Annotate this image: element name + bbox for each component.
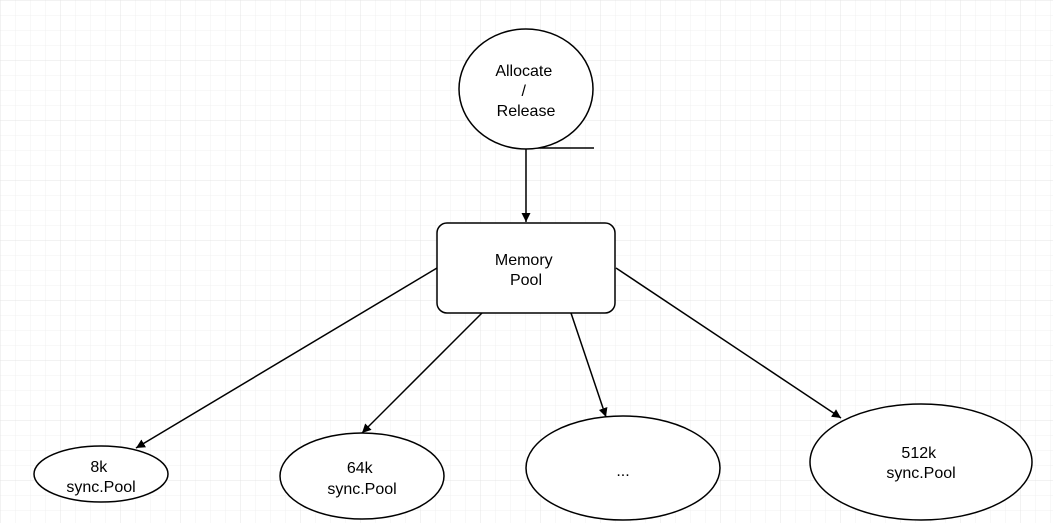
svg-text:64k sync.Pool: 64k sync.Pool: [327, 460, 396, 498]
svg-text:Allocate / Release: Allocate / Release: [495, 63, 556, 120]
node-pool-ellipsis[interactable]: ...: [525, 415, 721, 521]
allocate-release-shape: [458, 28, 594, 150]
pool-8k-type: sync.Pool: [66, 479, 135, 496]
node-pool-8k[interactable]: 8k sync.Pool: [33, 445, 169, 503]
memory-pool-label-line2: Pool: [510, 272, 542, 289]
pool-8k-size: 8k: [90, 459, 108, 476]
pool-ellipsis-label: ...: [616, 463, 629, 480]
edge-pool-to-8k: [135, 267, 438, 449]
pool-512k-shape: [809, 403, 1033, 521]
pool-ellipsis-shape: [525, 415, 721, 521]
node-pool-64k[interactable]: 64k sync.Pool: [279, 432, 445, 520]
node-allocate-release[interactable]: Allocate / Release: [458, 28, 594, 150]
pool-64k-size: 64k: [347, 460, 374, 477]
node-pool-512k[interactable]: 512k sync.Pool: [809, 403, 1033, 521]
edges: [135, 147, 842, 449]
svg-text:512k sync.Pool: 512k sync.Pool: [886, 445, 955, 482]
edge-pool-to-64k: [361, 312, 483, 434]
memory-pool-shape: [436, 222, 616, 314]
pool-512k-type: sync.Pool: [886, 465, 955, 482]
edge-pool-to-ellipsis: [570, 312, 608, 418]
pool-8k-shape: [33, 445, 169, 503]
svg-text:8k sync.Pool: 8k sync.Pool: [66, 459, 135, 496]
pool-64k-type: sync.Pool: [327, 481, 396, 498]
svg-text:Memory Pool: Memory Pool: [495, 252, 557, 289]
memory-pool-label-line1: Memory: [495, 252, 553, 269]
allocate-label: Allocate: [495, 63, 552, 80]
svg-text:...: ...: [616, 463, 629, 480]
release-label: Release: [497, 103, 556, 120]
allocate-separator: /: [522, 83, 527, 100]
edge-pool-to-512k: [615, 267, 842, 419]
node-memory-pool[interactable]: Memory Pool: [436, 222, 616, 314]
pool-512k-size: 512k: [901, 445, 937, 462]
pool-64k-shape: [279, 432, 445, 520]
